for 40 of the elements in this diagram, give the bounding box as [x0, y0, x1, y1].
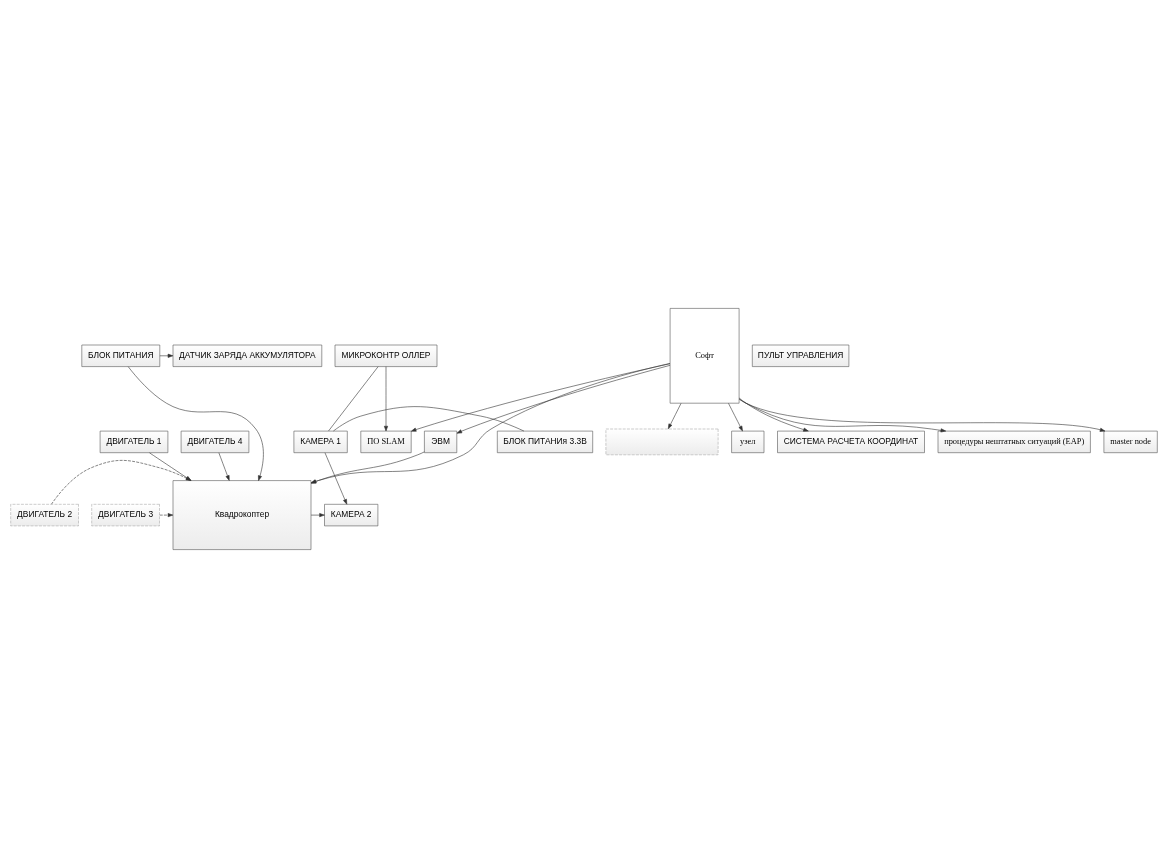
node-box: БЛОК ПИТАНИЯ [81, 344, 161, 367]
node-box: ДВИГАТЕЛЬ 2 [10, 503, 79, 526]
arrow [310, 512, 325, 517]
node-box: КАМЕРА 1 [293, 430, 348, 453]
arrow [410, 362, 671, 432]
node-box: ЭВМ [424, 430, 458, 453]
arrow [51, 459, 192, 504]
arrow [218, 452, 230, 481]
node-box: master node [1103, 430, 1158, 453]
node-box: СИСТЕМА РАСЧЕТА КООРДИНАТ [777, 430, 925, 453]
node-box: процедуры нештатных ситуаций (EAP) [937, 430, 1091, 453]
node-box: ДВИГАТЕЛЬ 4 [180, 430, 250, 453]
connector [328, 365, 379, 431]
arrow [310, 451, 425, 483]
node-box: ПУЛЬТ УПРАВЛЕНИЯ [752, 344, 850, 367]
node-box: узел [731, 430, 765, 453]
node-box: ДВИГАТЕЛЬ 1 [99, 430, 169, 453]
node-box [605, 428, 719, 455]
node-box: ДАТЧИК ЗАРЯДА АККУМУЛЯТОРА [172, 344, 323, 367]
arrow [667, 402, 682, 429]
arrow [127, 365, 264, 481]
arrow [310, 362, 671, 483]
arrow [384, 365, 388, 431]
node-box: МИКРОКОНТР ОЛЛЕР [334, 344, 438, 367]
connector [333, 405, 525, 431]
node-box: Софт [669, 307, 740, 403]
arrow [159, 512, 174, 517]
arrow [728, 402, 743, 431]
arrow [739, 398, 947, 432]
node-box: Квадрокоптер [172, 479, 312, 550]
arrow [456, 364, 671, 434]
node-box: ДВИГАТЕЛЬ 3 [91, 503, 160, 526]
arrow [149, 452, 192, 481]
node-box: КАМЕРА 2 [324, 503, 379, 526]
node-box: БЛОК ПИТАНИя 3.3В [497, 430, 593, 453]
arrow [738, 398, 1106, 432]
arrow [324, 452, 348, 504]
arrow [738, 397, 809, 432]
node-box: ПО SLAM [360, 430, 412, 453]
arrow [159, 353, 174, 358]
